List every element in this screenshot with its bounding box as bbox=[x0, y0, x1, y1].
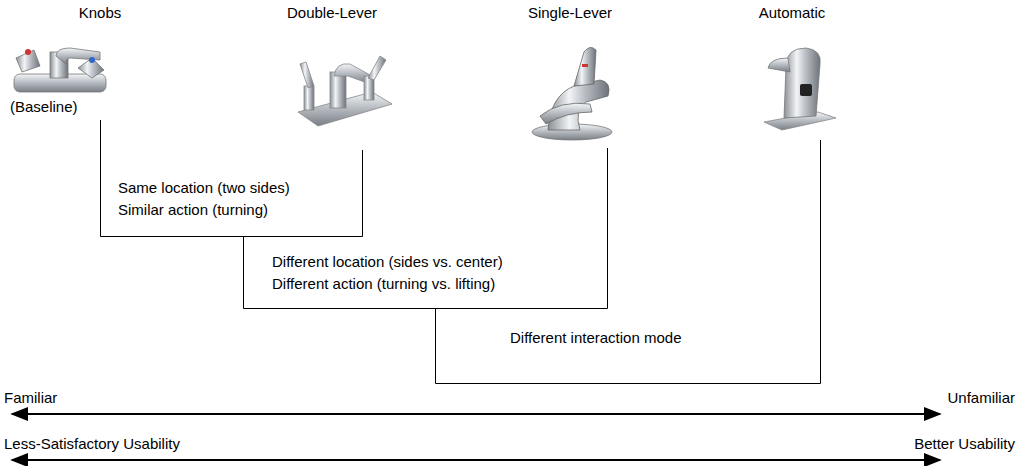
scale-end-label: Better Usability bbox=[914, 435, 1015, 453]
single-lever-faucet bbox=[532, 47, 612, 140]
baseline-note: (Baseline) bbox=[10, 98, 78, 116]
comparison-note: Different interaction mode bbox=[510, 329, 681, 347]
faucet-name: Single-Lever bbox=[528, 4, 612, 22]
double-lever-faucet bbox=[298, 56, 392, 126]
scale-end-label: Less-Satisfactory Usability bbox=[4, 435, 180, 453]
comparison-note: Different action (turning vs. lifting) bbox=[272, 275, 495, 293]
knobs-faucet bbox=[14, 48, 106, 92]
usability-arrow bbox=[12, 459, 940, 461]
comparison-note: Same location (two sides) bbox=[118, 179, 290, 197]
faucet-name: Automatic bbox=[759, 4, 826, 22]
automatic-faucet bbox=[764, 48, 836, 130]
scale-end-label: Familiar bbox=[4, 389, 57, 407]
comparison-bracket bbox=[101, 120, 821, 384]
faucet-name: Double-Lever bbox=[287, 4, 377, 22]
faucet-name: Knobs bbox=[79, 4, 122, 22]
comparison-note: Different location (sides vs. center) bbox=[272, 253, 503, 271]
familiarity-arrow bbox=[12, 413, 940, 415]
scale-end-label: Unfamiliar bbox=[947, 389, 1015, 407]
comparison-note: Similar action (turning) bbox=[118, 201, 268, 219]
